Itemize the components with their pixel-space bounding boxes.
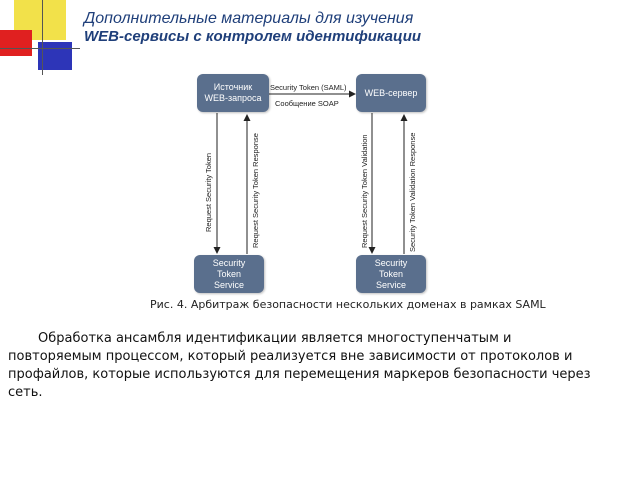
node-sts-right-line3: Service <box>375 279 406 290</box>
node-requester-line1: Источник <box>213 82 253 92</box>
node-web-server-label: WEB-сервер <box>364 87 418 98</box>
node-sts-left-line3: Service <box>213 279 244 290</box>
node-sts-right-line1: Security <box>374 257 408 268</box>
node-requester-line2: WEB-запроса <box>204 93 262 103</box>
edge-label-left-down: Request Security Token <box>204 152 213 232</box>
node-sts-left-line2: Token <box>216 268 241 279</box>
figure-caption: Рис. 4. Арбитраж безопасности нескольких… <box>150 298 546 311</box>
edge-label-soap: Сообщение SOAP <box>275 99 339 108</box>
corner-decoration <box>0 0 80 75</box>
node-sts-right: Security Token Service <box>356 255 426 293</box>
body-paragraph: Обработка ансамбля идентификации являетс… <box>8 331 591 400</box>
node-sts-left: Security Token Service <box>194 255 264 293</box>
header-title-line2: WEB-сервисы с контролем идентификации <box>84 28 422 45</box>
node-sts-left-line1: Security <box>212 257 246 268</box>
node-requester: Источник WEB-запроса <box>197 74 269 112</box>
edge-label-right-up: Security Token Validation Response <box>408 132 417 252</box>
node-web-server: WEB-сервер <box>356 74 426 112</box>
edge-label-security-token: Security Token (SAML) <box>270 83 347 92</box>
edge-label-right-down: Request Security Token Validation <box>360 134 369 248</box>
header-title-line1: Дополнительные материалы для изучения <box>84 10 414 27</box>
edge-label-left-up: Request Security Token Response <box>251 133 260 248</box>
node-sts-right-line2: Token <box>378 268 403 279</box>
